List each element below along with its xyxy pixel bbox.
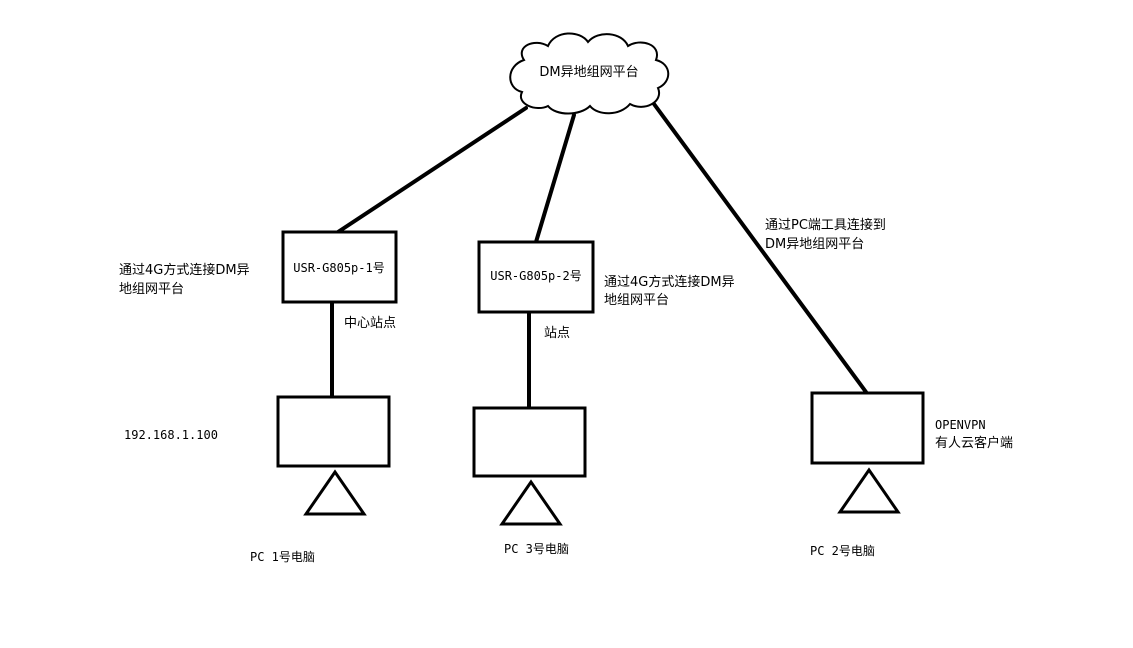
router-1-node: USR-G805p-1号 中心站点 通过4G方式连接DM异 地组网平台 bbox=[119, 230, 398, 331]
router-2-role: 站点 bbox=[544, 326, 570, 341]
pc-tool-note-line-1: 通过PC端工具连接到 bbox=[765, 217, 886, 233]
router-1-role: 中心站点 bbox=[344, 316, 396, 331]
pc-3-node: PC 3号电脑 bbox=[472, 406, 587, 556]
cloud-label: DM异地组网平台 bbox=[539, 65, 638, 80]
router-1-box bbox=[281, 230, 398, 304]
link-cloud-router1 bbox=[336, 106, 528, 234]
pc-1-label: PC 1号电脑 bbox=[250, 550, 315, 564]
router-2-node: USR-G805p-2号 站点 通过4G方式连接DM异 地组网平台 bbox=[477, 240, 735, 341]
pc-2-client-line-1: OPENVPN bbox=[935, 418, 986, 432]
pc-2-client-line-2: 有人云客户端 bbox=[935, 435, 1013, 451]
pc-3-monitor bbox=[472, 406, 587, 478]
link-cloud-router2 bbox=[534, 113, 576, 244]
router-1-note-line-2: 地组网平台 bbox=[119, 282, 184, 297]
pc-1-stand bbox=[303, 469, 367, 516]
link-cloud-pc2 bbox=[652, 102, 868, 394]
pc-1-node: 192.168.1.100 PC 1号电脑 bbox=[124, 395, 391, 564]
pc-3-stand bbox=[499, 479, 563, 526]
router-2-note-line-2: 地组网平台 bbox=[604, 293, 669, 308]
pc-2-stand bbox=[837, 467, 901, 514]
pc-2-monitor bbox=[810, 391, 925, 465]
cloud-node: DM异地组网平台 bbox=[509, 32, 670, 115]
pc-tool-note-line-2: DM异地组网平台 bbox=[765, 237, 864, 252]
router-2-note-line-1: 通过4G方式连接DM异 bbox=[604, 274, 735, 290]
router-1-note-line-1: 通过4G方式连接DM异 bbox=[119, 262, 250, 278]
router-1-label: USR-G805p-1号 bbox=[293, 261, 384, 275]
pc-3-label: PC 3号电脑 bbox=[504, 542, 569, 556]
pc-1-ip: 192.168.1.100 bbox=[124, 428, 218, 442]
cloud-shape bbox=[509, 32, 670, 115]
router-2-box bbox=[477, 240, 595, 314]
pc-2-label: PC 2号电脑 bbox=[810, 544, 875, 558]
pc-1-monitor bbox=[276, 395, 391, 468]
router-2-label: USR-G805p-2号 bbox=[490, 269, 581, 283]
pc-2-node: OPENVPN 有人云客户端 PC 2号电脑 bbox=[810, 391, 1013, 558]
